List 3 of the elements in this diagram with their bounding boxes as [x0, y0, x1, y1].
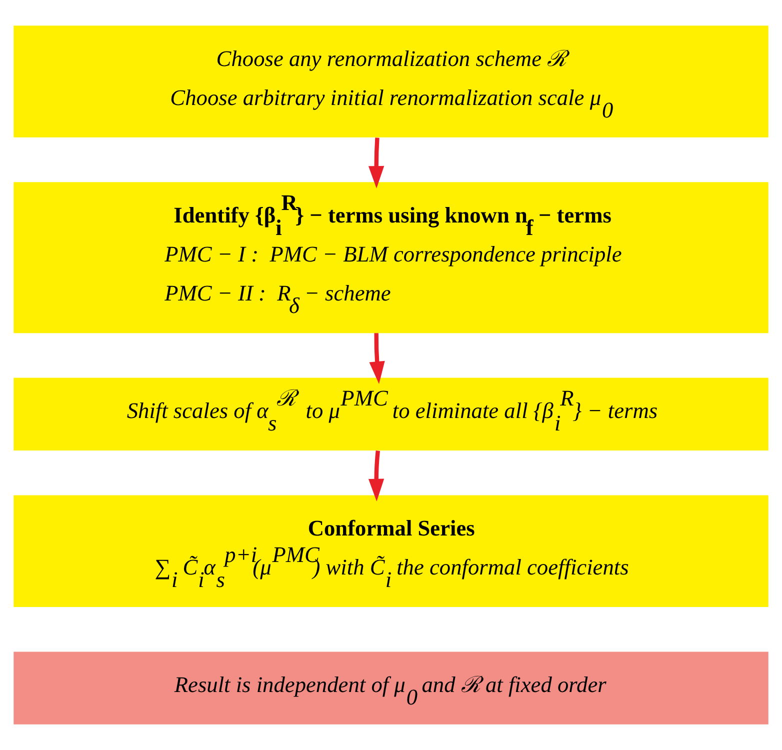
arrow — [368, 138, 384, 188]
arrow — [368, 450, 384, 502]
arrow — [369, 333, 385, 384]
